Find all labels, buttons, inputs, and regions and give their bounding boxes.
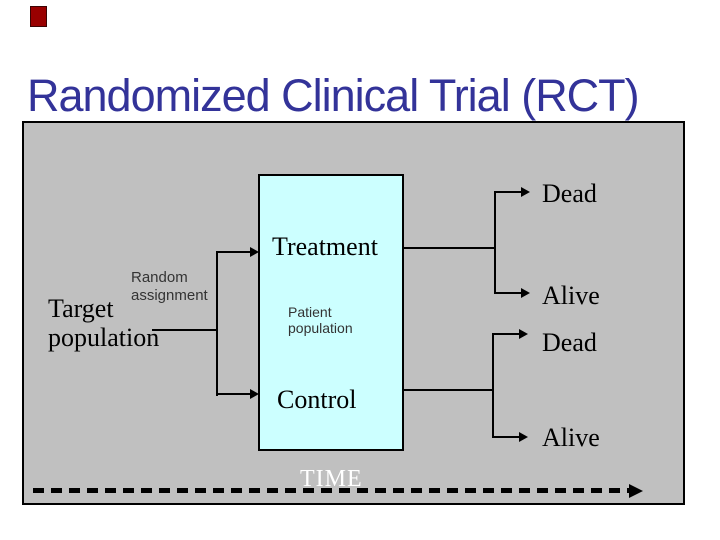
target-population-label: Target population (48, 294, 160, 352)
arrow-to-treatment-dead-line (494, 191, 522, 193)
arrowhead-right-icon (250, 247, 259, 257)
arrow-to-control-alive-line (492, 436, 520, 438)
arrowhead-right-icon (250, 389, 259, 399)
random-assignment-branch-line (216, 251, 218, 396)
control-branch-line (492, 333, 494, 438)
random-assignment-label: Random assignment (131, 269, 208, 304)
arrow-to-treatment-line (216, 251, 251, 253)
treatment-label: Treatment (272, 232, 378, 261)
arrow-to-control-dead-line (492, 333, 520, 335)
arrowhead-right-icon (521, 288, 530, 298)
control-alive-label: Alive (542, 423, 600, 452)
target-population-connector-line (152, 329, 218, 331)
treatment-dead-label: Dead (542, 179, 597, 208)
arrowhead-right-icon (519, 432, 528, 442)
time-dashed-arrow-line (33, 488, 630, 493)
patient-population-label: Patient population (288, 304, 353, 336)
time-axis-label: TIME (300, 466, 363, 492)
arrowhead-right-icon (519, 329, 528, 339)
control-label: Control (277, 385, 357, 414)
slide-title: Randomized Clinical Trial (RCT) (27, 70, 640, 121)
arrow-to-treatment-alive-line (494, 292, 522, 294)
arrowhead-right-icon (521, 187, 530, 197)
control-dead-label: Dead (542, 328, 597, 357)
patient-population-box (258, 174, 404, 451)
time-arrowhead-right-icon (629, 484, 643, 498)
treatment-alive-label: Alive (542, 281, 600, 310)
corner-accent-rect (30, 6, 47, 27)
control-outcome-line (403, 389, 494, 391)
treatment-outcome-line (403, 247, 495, 249)
arrow-to-control-line (216, 393, 251, 395)
treatment-branch-line (494, 191, 496, 294)
